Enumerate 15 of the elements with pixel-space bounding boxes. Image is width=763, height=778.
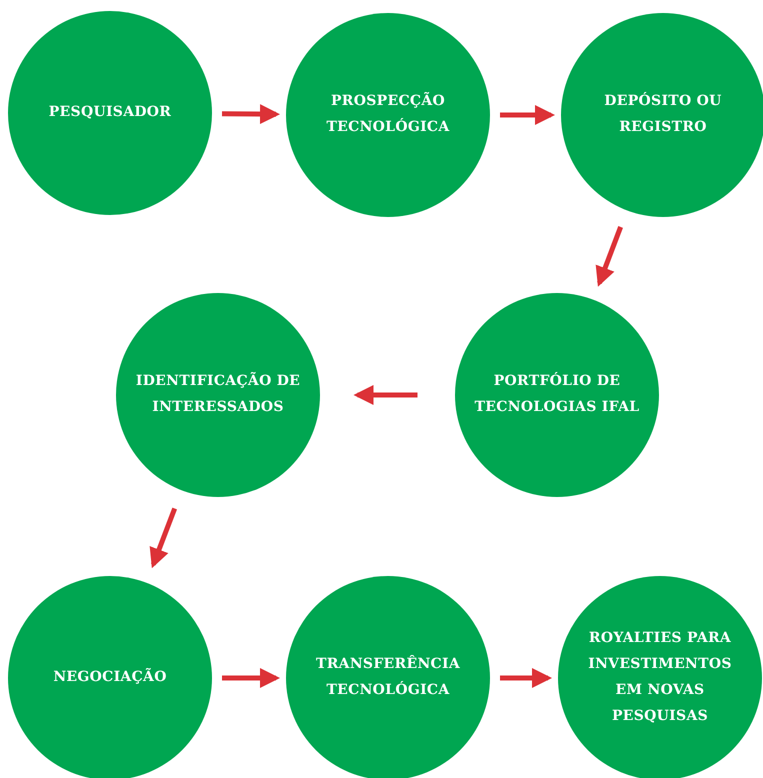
step-label: DEPÓSITO OU REGISTRO: [603, 91, 723, 137]
step-label: PESQUISADOR: [48, 103, 172, 122]
arrow: [596, 226, 623, 287]
step-label: IDENTIFICAÇÃO DE INTERESSADOS: [134, 371, 302, 417]
step-label: PROSPECÇÃO TECNOLÓGICA: [325, 91, 451, 137]
arrow: [222, 104, 280, 124]
step-label: TRANSFERÊNCIA TECNOLÓGICA: [315, 654, 461, 700]
step-label: NEGOCIAÇÃO: [52, 667, 168, 688]
step-label: ROYALTIES PARA INVESTIMENTOS EM NOVAS PESQUISAS: [587, 629, 733, 726]
arrow: [500, 668, 552, 688]
step-label: PORTFÓLIO DE TECNOLOGIAS IFAL: [474, 371, 640, 417]
arrow: [222, 668, 280, 688]
arrow: [354, 385, 418, 405]
arrow: [150, 508, 178, 568]
arrow: [500, 105, 555, 125]
